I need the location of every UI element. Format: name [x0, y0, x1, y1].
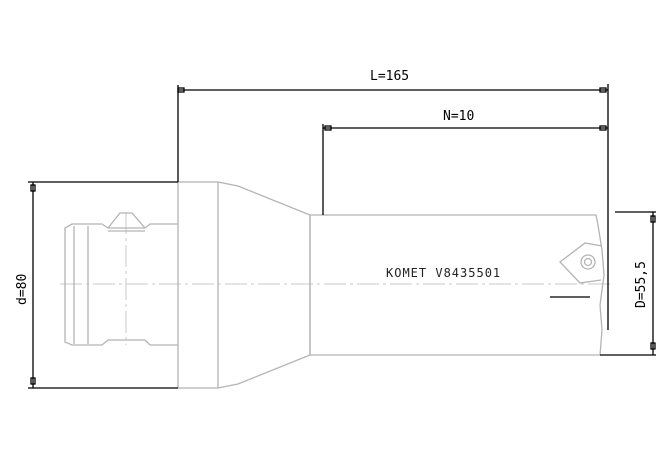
- dimension-n: N=10: [322, 109, 608, 215]
- dimension-l-label: L=165: [370, 69, 409, 84]
- dimension-d-cutting-label: D=55,5: [634, 261, 649, 308]
- shank: [64, 212, 178, 346]
- dimension-d-shank: d=80: [15, 181, 178, 389]
- dimension-d-cutting: D=55,5: [600, 211, 656, 356]
- cutting-insert: [550, 242, 603, 298]
- dimension-d-shank-label: d=80: [15, 274, 30, 305]
- boring-bar-body: [309, 214, 605, 356]
- cone: [217, 181, 311, 389]
- dimension-l: L=165: [177, 69, 609, 330]
- flange: [177, 181, 219, 389]
- dimension-n-label: N=10: [443, 109, 474, 124]
- part-label: KOMET V8435501: [386, 266, 501, 280]
